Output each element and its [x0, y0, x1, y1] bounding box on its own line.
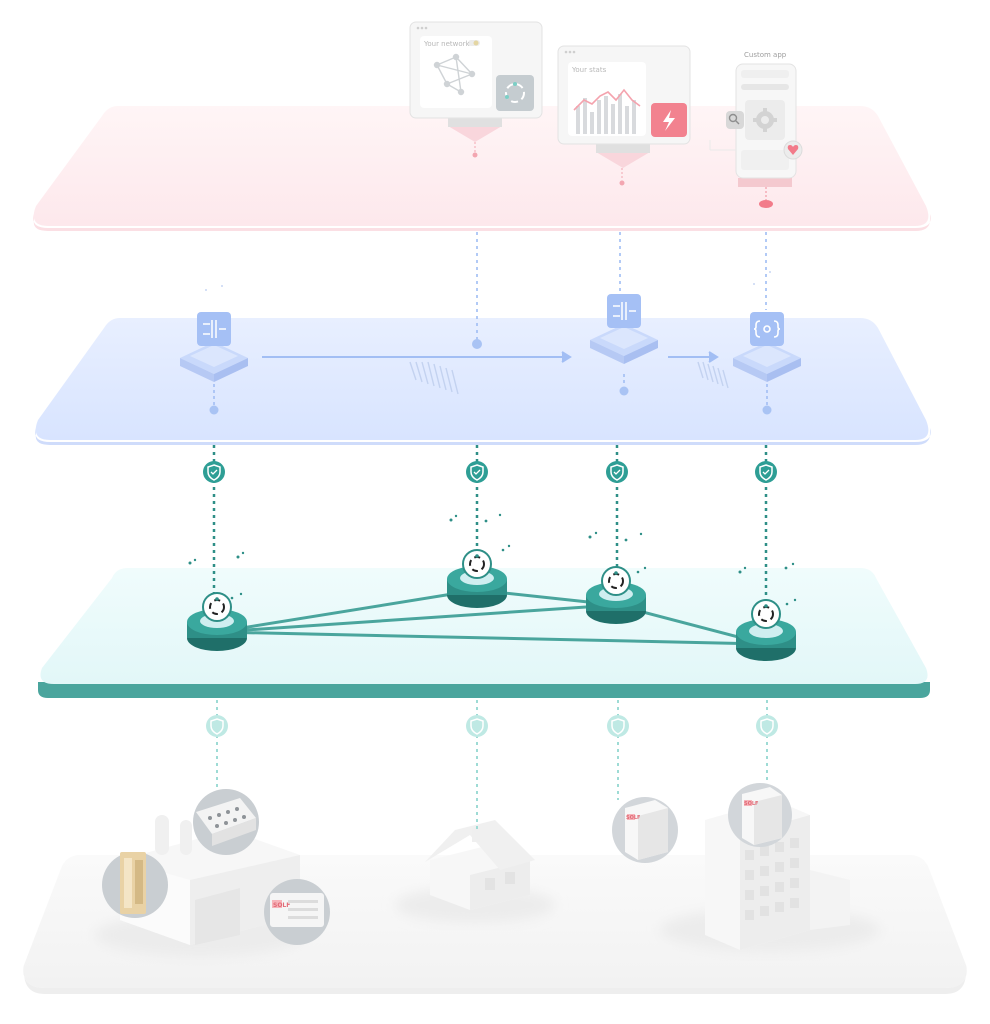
logic-module: [590, 294, 658, 396]
flow-arrows: [262, 351, 719, 363]
motion-hatch: [409, 361, 729, 395]
controller-badge: SOLF: [612, 797, 678, 863]
gateway-node: [736, 599, 796, 661]
shield-check-icon: [755, 461, 777, 483]
spinner-ring-icon: [209, 597, 225, 615]
shield-check-icon: [206, 715, 228, 737]
merge-arrows-icon: [613, 302, 636, 320]
shield-check-icon: [607, 715, 629, 737]
logic-module: [733, 312, 801, 415]
factory-building: SOLF: [95, 789, 330, 957]
heart-icon: [787, 145, 799, 155]
shield-check-icon: [756, 715, 778, 737]
shield-check-icon: [606, 461, 628, 483]
app-connectors: [476, 232, 767, 342]
spinner-ring-icon: [608, 571, 624, 589]
device-brand-label: SOLF: [273, 902, 290, 909]
application-layer: [33, 21, 931, 231]
device-layer: SOLF SOLF: [23, 783, 967, 994]
logic-module: [180, 312, 248, 415]
shield-check-icon: [203, 461, 225, 483]
custom-app-phone: [709, 63, 803, 208]
lightning-icon: [663, 110, 675, 131]
gateway-node: [586, 566, 646, 624]
network-layer: [38, 445, 930, 698]
merge-arrows-icon: [203, 320, 226, 338]
spinner-ring-icon: [469, 554, 485, 572]
shield-check-icon: [466, 715, 488, 737]
spinner-ring-icon: [758, 604, 774, 622]
device-connectors: [216, 700, 768, 830]
device-brand-label-2: SOLF: [626, 815, 640, 821]
device-brand-label-3: SOLF: [744, 801, 758, 807]
device-shield-markers: [206, 715, 778, 737]
stats-dashboard-screen: [557, 45, 691, 186]
logic-layer: [35, 232, 931, 445]
network-dashboard-screen: [409, 21, 543, 158]
gateway-node: [447, 549, 507, 608]
braces-icon: [753, 320, 781, 338]
network-shield-markers: [203, 461, 777, 483]
apartment-building: SOLF: [660, 783, 880, 952]
data-particles: [188, 513, 797, 606]
search-config-icon: [728, 113, 740, 125]
shield-check-icon: [466, 461, 488, 483]
gear-icon: [753, 108, 777, 132]
house-building: [395, 820, 555, 923]
gateway-node: [187, 592, 247, 651]
spinner-ring-icon: [505, 82, 525, 103]
